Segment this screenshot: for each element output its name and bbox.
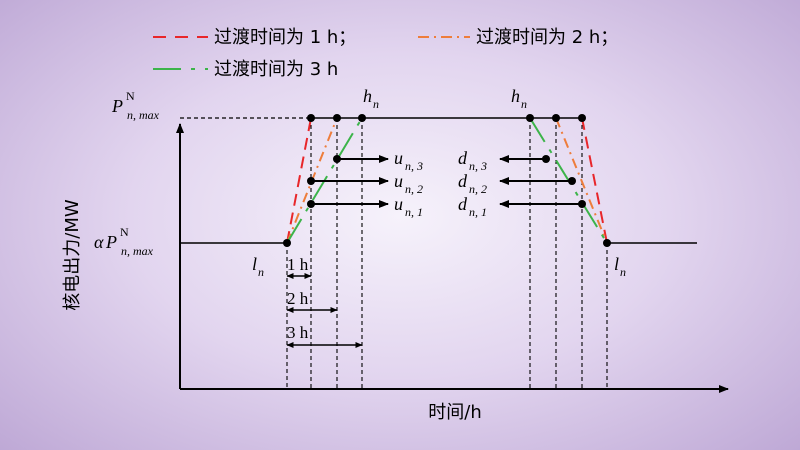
alpha-p-max-label: α P N n, max <box>94 225 154 258</box>
svg-text:α: α <box>94 232 104 252</box>
duration-1h-label: 1 h <box>287 255 309 274</box>
d-n2-label: d n, 2 <box>458 171 487 196</box>
ramp-up-1h <box>286 117 312 244</box>
y-axis-label: 核电出力/MW <box>62 199 83 311</box>
svg-text:P: P <box>111 96 123 116</box>
ramp-down-1h <box>581 117 608 244</box>
svg-text:n: n <box>620 265 626 279</box>
svg-text:n: n <box>258 265 264 279</box>
svg-text:n, 1: n, 1 <box>469 205 487 219</box>
d-arrows <box>499 155 582 208</box>
svg-text:u: u <box>394 171 403 191</box>
legend-label-1h: 过渡时间为 1 h； <box>214 27 356 48</box>
u-n2-label: u n, 2 <box>394 171 423 196</box>
svg-text:u: u <box>394 194 403 214</box>
svg-text:n, max: n, max <box>127 108 160 122</box>
ramp-down-2h <box>555 117 608 244</box>
svg-text:n, 3: n, 3 <box>469 159 487 173</box>
svg-text:n, 1: n, 1 <box>405 205 423 219</box>
legend-label-2h: 过渡时间为 2 h； <box>476 27 618 48</box>
duration-arrows <box>286 273 363 348</box>
svg-text:d: d <box>458 194 468 214</box>
svg-text:n, max: n, max <box>121 244 154 258</box>
svg-text:n, 2: n, 2 <box>469 182 487 196</box>
u-arrows <box>311 155 389 208</box>
u-n3-label: u n, 3 <box>394 148 423 173</box>
svg-text:u: u <box>394 148 403 168</box>
duration-2h-label: 2 h <box>287 289 309 308</box>
svg-text:N: N <box>120 225 129 239</box>
svg-text:d: d <box>458 148 468 168</box>
x-axis-label: 时间/h <box>428 402 481 423</box>
h-n-label-right: h n <box>511 86 527 111</box>
svg-text:n: n <box>521 97 527 111</box>
duration-3h-label: 3 h <box>287 323 309 342</box>
svg-text:l: l <box>614 254 619 274</box>
svg-text:n: n <box>373 97 379 111</box>
svg-text:n, 2: n, 2 <box>405 182 423 196</box>
l-n-label-right: l n <box>614 254 626 279</box>
legend-label-3h: 过渡时间为 3 h <box>214 59 338 80</box>
svg-text:h: h <box>511 86 520 106</box>
key-points <box>283 114 611 247</box>
legend: 过渡时间为 1 h； 过渡时间为 2 h； 过渡时间为 3 h <box>153 27 618 80</box>
svg-text:h: h <box>363 86 372 106</box>
svg-text:d: d <box>458 171 468 191</box>
svg-text:P: P <box>105 232 117 252</box>
h-n-label-left: h n <box>363 86 379 111</box>
d-n3-label: d n, 3 <box>458 148 487 173</box>
l-n-label-left: l n <box>252 254 264 279</box>
svg-text:l: l <box>252 254 257 274</box>
svg-text:n, 3: n, 3 <box>405 159 423 173</box>
svg-text:N: N <box>126 89 135 103</box>
p-max-label: P N n, max <box>111 89 160 122</box>
u-n1-label: u n, 1 <box>394 194 423 219</box>
d-n1-label: d n, 1 <box>458 194 487 219</box>
